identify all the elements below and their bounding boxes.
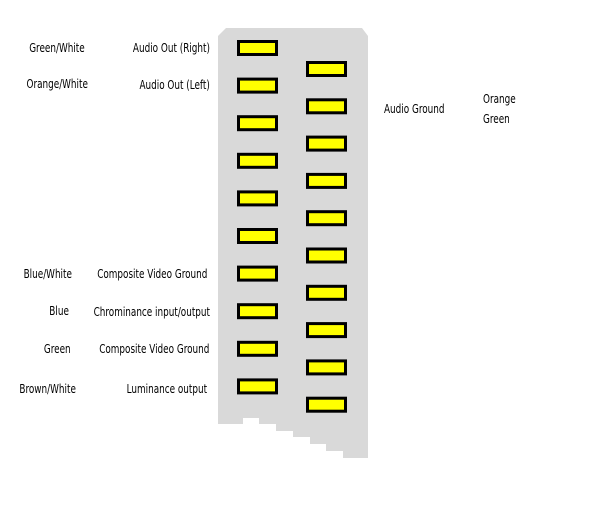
connector-pin xyxy=(237,378,278,395)
signal-label: Audio Ground xyxy=(384,102,445,116)
connector-pin xyxy=(306,135,347,152)
wire-color-label: Green xyxy=(44,342,71,356)
signal-label: Composite Video Ground xyxy=(96,267,207,281)
pins-right-row xyxy=(306,61,347,413)
connector-pin xyxy=(306,61,347,77)
signal-label: Luminance output xyxy=(126,382,207,396)
connector-pin xyxy=(306,98,347,115)
connector-pin xyxy=(237,152,278,169)
connector-pin xyxy=(237,228,278,244)
signal-label: Composite Video Ground xyxy=(98,342,209,356)
wire-color-label: Orange/White xyxy=(26,77,88,91)
signal-label: Audio Out (Right) xyxy=(132,41,210,55)
wire-color-label: Green xyxy=(483,112,510,126)
connector-pin xyxy=(237,40,278,56)
connector-pin xyxy=(237,303,278,320)
connector-pin xyxy=(237,340,278,357)
wire-color-label: Brown/White xyxy=(19,382,76,396)
wire-color-label: Orange xyxy=(483,92,516,106)
connector-pin xyxy=(237,265,278,282)
signal-label: Audio Out (Left) xyxy=(139,78,210,92)
connector-pin xyxy=(306,210,347,227)
pins-left-row xyxy=(237,40,278,395)
connector-pin xyxy=(237,77,278,94)
wire-color-label: Blue/White xyxy=(23,267,72,281)
connector-pin xyxy=(306,247,347,264)
connector-pin xyxy=(306,172,347,189)
wire-color-label: Green/White xyxy=(29,41,85,55)
signal-label: Chrominance input/output xyxy=(93,305,210,319)
connector-pin xyxy=(306,359,347,376)
wire-color-label: Blue xyxy=(49,304,69,318)
connector-pin xyxy=(306,396,347,413)
connector-pin xyxy=(237,190,278,207)
connector-pin xyxy=(306,322,347,339)
connector-pin xyxy=(237,115,278,132)
connector-pin xyxy=(306,284,347,301)
